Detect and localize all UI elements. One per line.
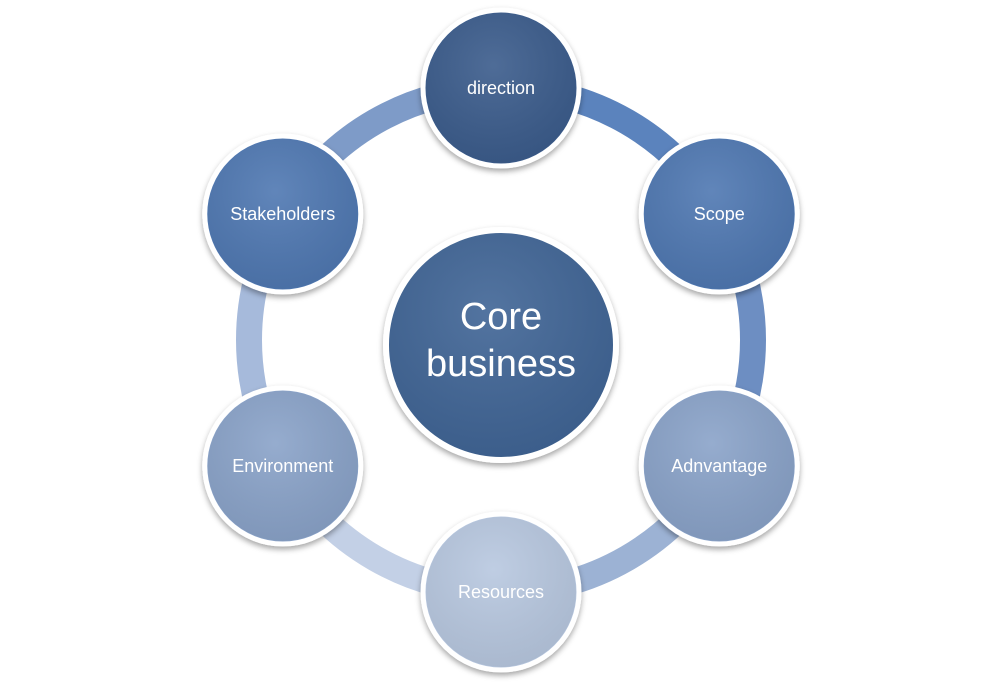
cycle-node-label: Scope bbox=[694, 204, 745, 224]
cycle-node-label: Resources bbox=[458, 582, 544, 602]
cycle-node-shine bbox=[426, 517, 576, 667]
cycle-node: Scope bbox=[638, 133, 800, 295]
center-label-line2: business bbox=[426, 343, 576, 385]
center-node: Core business bbox=[383, 227, 619, 463]
cycle-node: Stakeholders bbox=[202, 133, 364, 295]
cycle-node: Environment bbox=[202, 385, 364, 547]
center-circle-shine bbox=[389, 233, 613, 457]
cycle-node-label: direction bbox=[467, 78, 535, 98]
cycle-node-shine bbox=[426, 13, 576, 163]
center-label-line1: Core bbox=[460, 296, 542, 338]
cycle-node-label: Adnvantage bbox=[671, 456, 767, 476]
cycle-node-shine bbox=[207, 391, 358, 541]
cycle-node: direction bbox=[420, 7, 582, 169]
cycle-node: Resources bbox=[420, 511, 582, 673]
cycle-node-shine bbox=[207, 139, 358, 289]
cycle-node-shine bbox=[644, 139, 795, 289]
cycle-node-label: Stakeholders bbox=[230, 204, 335, 224]
cycle-node-label: Environment bbox=[232, 456, 333, 476]
cycle-node: Adnvantage bbox=[638, 385, 800, 547]
cycle-node-shine bbox=[644, 391, 795, 541]
